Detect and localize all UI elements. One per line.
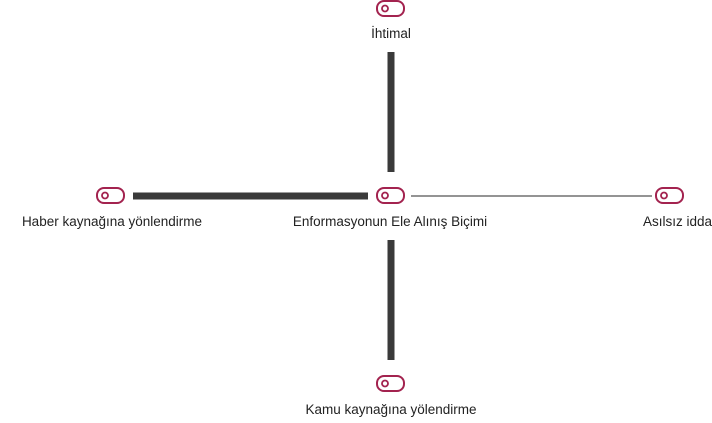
links (133, 52, 652, 360)
toggle-switch-icon (376, 0, 405, 17)
node-right[interactable]: Asılsız idda (643, 187, 712, 229)
toggle-switch-icon (655, 187, 684, 204)
node-center[interactable]: Enformasyonun Ele Alınış Biçimi (293, 187, 487, 229)
node-label-bottom: Kamu kaynağına yölendirme (305, 402, 476, 417)
node-label-top: İhtimal (371, 26, 411, 41)
node-bottom[interactable]: Kamu kaynağına yölendirme (305, 375, 477, 417)
node-label-left: Haber kaynağına yönlendirme (22, 214, 202, 229)
node-label-center: Enformasyonun Ele Alınış Biçimi (293, 214, 487, 229)
node-label-right: Asılsız idda (643, 214, 712, 229)
toggle-switch-icon (96, 187, 125, 204)
toggle-switch-icon (376, 375, 405, 392)
node-left[interactable]: Haber kaynağına yönlendirme (22, 187, 202, 229)
node-top[interactable]: İhtimal (371, 0, 411, 41)
toggle-switch-icon (376, 187, 405, 204)
